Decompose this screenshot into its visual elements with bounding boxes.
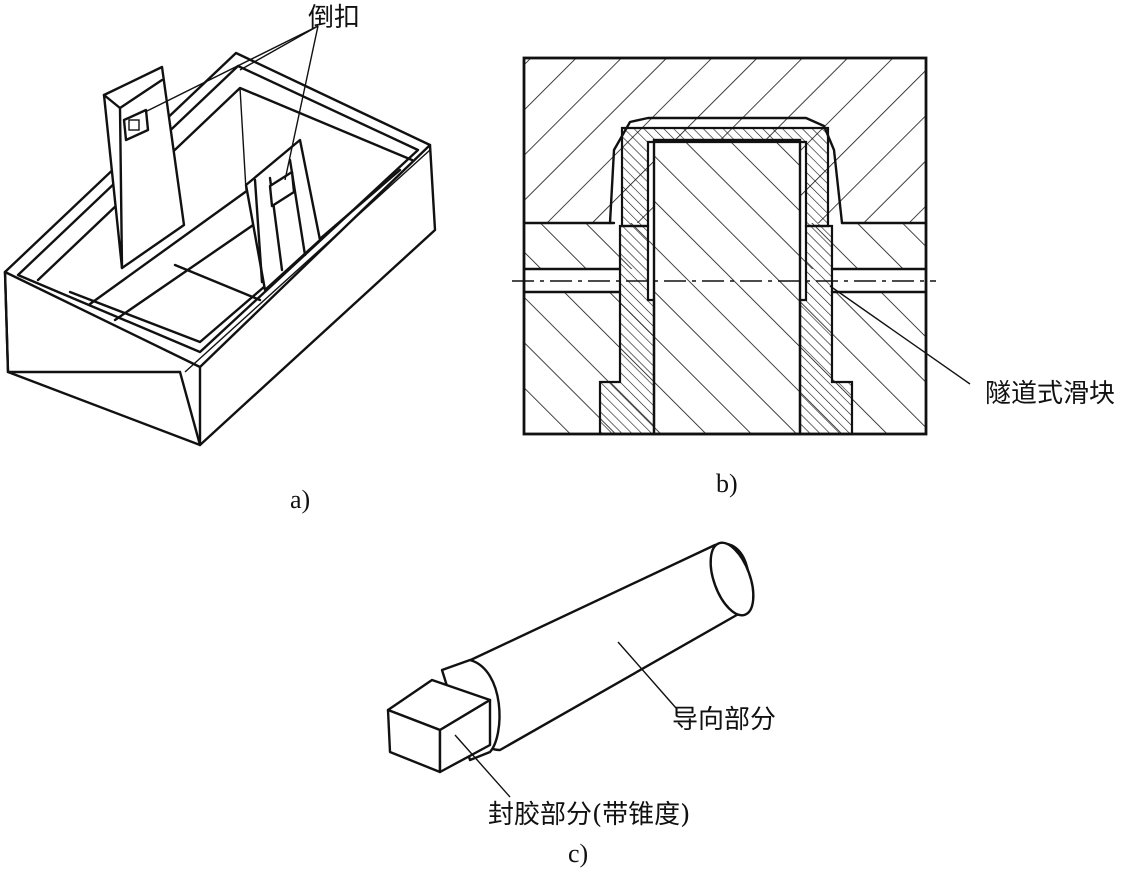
undercut-label: 倒扣 (308, 3, 360, 33)
panel-b: 隧道式滑块 b) (512, 56, 1115, 498)
seal-part-label: 封胶部分(带锥度) (488, 800, 690, 830)
undercut-leaders (144, 25, 319, 181)
seal-part-leader (454, 734, 511, 798)
pin-part (386, 541, 755, 774)
clip-right (244, 138, 322, 292)
guide-part-leader (617, 641, 677, 709)
caption-a: a) (290, 485, 310, 514)
caption-b: b) (716, 469, 738, 498)
mold-section (512, 56, 936, 436)
clip-left (102, 65, 186, 270)
box-part (3, 51, 437, 447)
panel-c: 导向部分 封胶部分(带锥度) c) (386, 541, 776, 868)
guide-part-label: 导向部分 (672, 705, 776, 735)
tunnel-slider-label: 隧道式滑块 (985, 379, 1115, 409)
tunnel-slider-leader (829, 285, 971, 385)
panel-a: 倒扣 a) (3, 3, 437, 514)
caption-c: c) (568, 839, 588, 868)
